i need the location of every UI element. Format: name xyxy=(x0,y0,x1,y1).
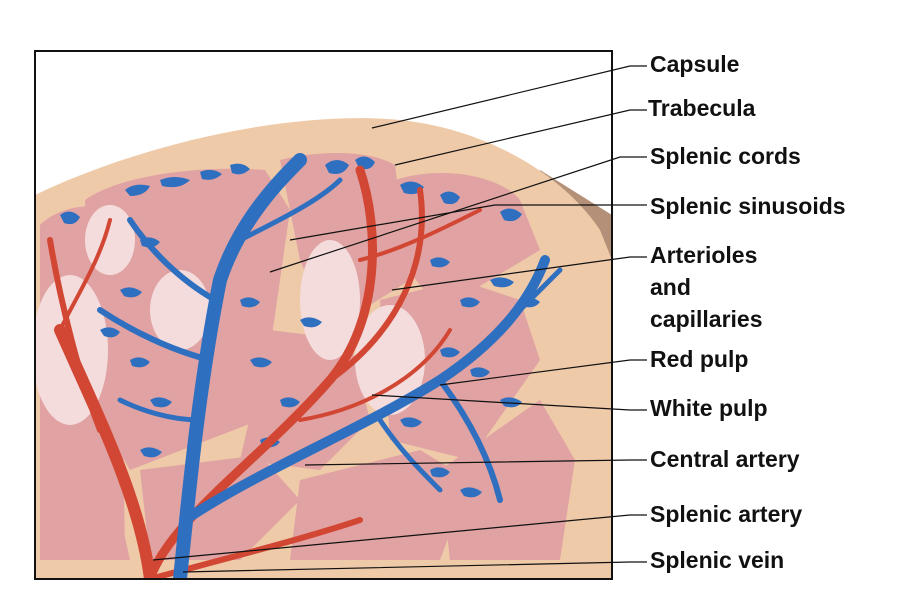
label-capsule: Capsule xyxy=(650,51,740,77)
label-white-pulp: White pulp xyxy=(650,395,768,421)
label-splenic-artery: Splenic artery xyxy=(650,501,803,527)
leader-capsule xyxy=(371,65,647,129)
label-splenic-sinusoids: Splenic sinusoids xyxy=(650,193,846,219)
leader-splenic-cords xyxy=(269,156,647,273)
label-splenic-cords: Splenic cords xyxy=(650,143,801,169)
label-red-pulp: Red pulp xyxy=(650,346,749,372)
label-arterioles-line-3: capillaries xyxy=(650,306,763,332)
veins xyxy=(97,153,563,579)
leader-white-pulp xyxy=(371,394,647,411)
leader-splenic-vein xyxy=(182,561,647,573)
label-arterioles-and-capillaries: Arterioles and capillaries xyxy=(650,239,763,335)
leader-red-pulp xyxy=(439,359,647,386)
label-arterioles-line-2: and xyxy=(650,274,691,300)
leader-splenic-sinusoids xyxy=(289,204,647,241)
leader-trabecula xyxy=(394,109,647,166)
diagram-frame xyxy=(34,50,613,580)
leader-lines xyxy=(152,65,647,573)
label-splenic-vein: Splenic vein xyxy=(650,547,785,573)
label-central-artery: Central artery xyxy=(650,446,800,472)
leader-arterioles xyxy=(391,256,647,291)
leader-splenic-artery xyxy=(152,514,647,561)
label-arterioles-line-1: Arterioles xyxy=(650,242,758,268)
leader-central-artery xyxy=(304,459,647,466)
label-trabecula: Trabecula xyxy=(648,95,756,121)
